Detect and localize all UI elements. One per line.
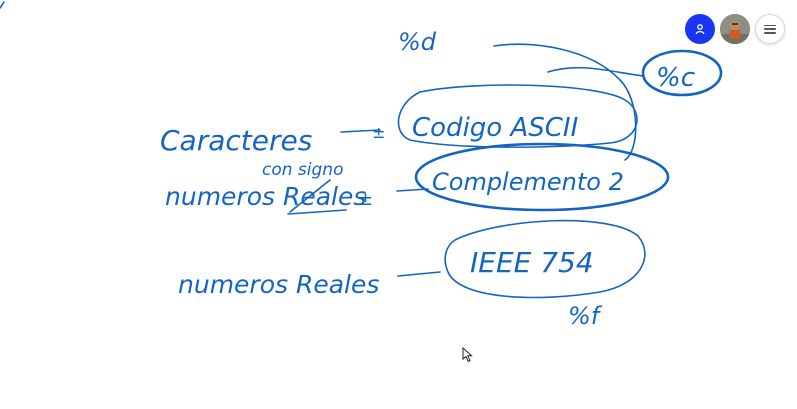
row2-target-circle	[414, 142, 670, 212]
ink-stroke	[0, 1, 5, 9]
hamburger-menu-icon	[764, 24, 776, 34]
format-f-label: %f	[568, 302, 603, 330]
row3-target-circle	[444, 219, 646, 299]
hamburger-menu-button[interactable]	[755, 14, 785, 44]
row2-target: Complemento 2	[432, 168, 624, 196]
row1-target-circle	[397, 84, 638, 148]
format-c-circle	[641, 49, 723, 97]
mouse-cursor-icon	[462, 347, 473, 363]
row1-target: Codigo ASCII	[412, 113, 578, 143]
row3-arrow	[397, 271, 441, 277]
user-button[interactable]	[685, 14, 715, 44]
row2-label: numeros Reales	[165, 182, 366, 211]
connector-stroke	[547, 66, 644, 77]
row3-target: IEEE 754	[470, 246, 594, 279]
connector-stroke	[493, 43, 637, 161]
strikethrough-stroke	[289, 179, 331, 213]
row2-sign: ±	[358, 189, 373, 210]
avatar-image	[720, 14, 750, 44]
row1-arrow	[340, 129, 381, 133]
row3-label: numeros Reales	[178, 270, 379, 299]
format-d-label: %d	[398, 28, 437, 56]
person-icon	[695, 24, 705, 35]
row1-sign: ±	[372, 123, 385, 142]
user-avatar[interactable]	[720, 14, 750, 44]
underline-stroke	[287, 209, 347, 215]
format-c-label: %c	[656, 63, 695, 93]
row1-label: Caracteres	[160, 124, 312, 157]
row2-annotation: con signo	[262, 160, 343, 180]
